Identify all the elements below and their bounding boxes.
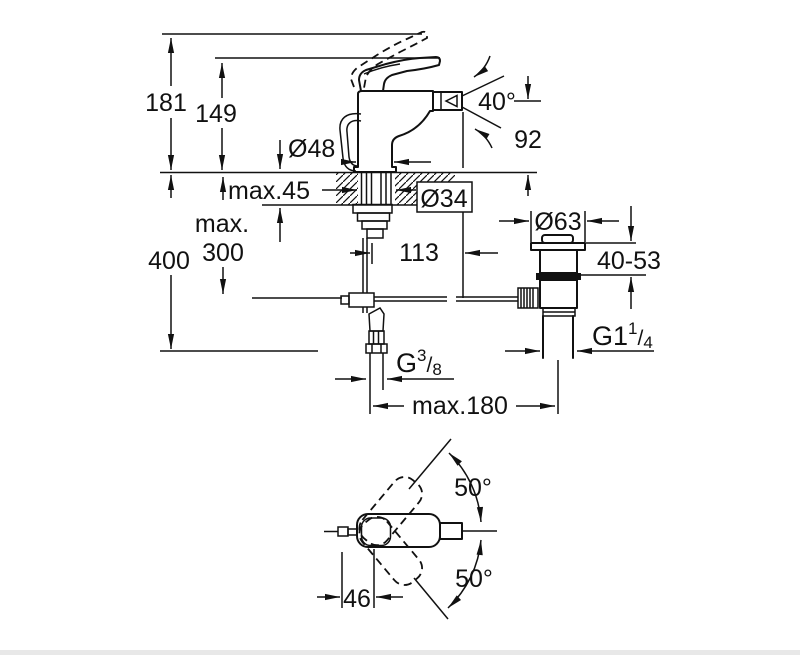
dimension-dia48: Ø48 <box>288 135 431 166</box>
label-supply-max-line1: max. <box>195 210 249 238</box>
label-base-diameter: Ø48 <box>288 135 335 163</box>
waste-rod-knob <box>517 287 539 309</box>
dimension-149: 149 <box>195 63 237 170</box>
faucet-plan-view: 50° 50° 46 <box>317 438 497 620</box>
swivel-ray-upper <box>408 438 452 490</box>
plan-popup-knob <box>337 526 349 537</box>
label-outlet-height: 92 <box>514 126 542 154</box>
hose-nut <box>365 343 388 354</box>
supply-thread-slash: / <box>426 354 432 377</box>
label-deck-thickness: max.45 <box>228 177 310 205</box>
label-shank-diameter: Ø34 <box>420 185 467 213</box>
label-spout-top-height: 149 <box>195 100 237 128</box>
label-center-distance: max.180 <box>412 392 508 420</box>
dimension-dia63: Ø63 <box>499 208 619 242</box>
waste-body <box>539 279 578 309</box>
pop-up-rod-junction <box>340 292 375 308</box>
dimension-400: 400 <box>148 175 190 349</box>
supply-thread-sub: 8 <box>432 360 441 379</box>
label-waste-flange-dia: Ø63 <box>534 208 581 236</box>
dimension-40-53: 40-53 <box>581 206 661 309</box>
waste-neck <box>539 249 578 274</box>
plan-base-outline <box>360 517 392 547</box>
lever-sculpt-line <box>363 63 401 75</box>
deck-hatch-right <box>395 173 417 205</box>
dimension-g38: G3/8 <box>335 346 454 383</box>
waste-thread-sub: 4 <box>643 333 652 352</box>
supply-pipe-upper <box>362 238 368 313</box>
dimension-max180: max.180 <box>369 360 559 420</box>
handle-swivel-upper-dashed <box>358 476 423 547</box>
label-spout-reach: 113 <box>399 239 439 267</box>
dimension-113: 113 <box>350 239 498 267</box>
swivel-arc-upper <box>448 452 484 523</box>
dimension-dia34: Ø34 <box>322 181 473 213</box>
label-overall-height: 181 <box>145 89 187 117</box>
deck-hatch-strip <box>417 173 455 182</box>
lever-handle-raised-dashed <box>350 30 428 89</box>
waste-thread-slash: / <box>638 327 644 350</box>
dimension-40deg: 40° <box>461 55 516 149</box>
label-supply-thread: G3/8 <box>396 346 442 379</box>
deck-hatch-left <box>336 173 358 205</box>
faucet-front-view <box>339 30 518 390</box>
dimension-g114: G11/4 <box>505 319 654 355</box>
dimension-181: 181 <box>145 38 187 170</box>
label-spray-angle: 40° <box>478 88 516 116</box>
label-swivel-lower: 50° <box>455 565 493 593</box>
pop-up-horizontal-rod <box>374 296 518 302</box>
dimension-92: 92 <box>514 76 542 196</box>
label-hose-length: 400 <box>148 247 190 275</box>
waste-plug-cap <box>541 234 574 244</box>
supply-hose-connector <box>365 307 388 390</box>
threaded-shank <box>360 173 392 204</box>
pop-up-hook-outer <box>339 112 362 172</box>
spray-cone-icon <box>444 94 458 108</box>
swivel-ray-lower <box>413 577 449 620</box>
plan-popup-neck <box>347 528 358 536</box>
lever-handle-solid <box>358 56 441 92</box>
reference-lines <box>160 33 537 352</box>
label-waste-deck-range: 40-53 <box>597 247 661 275</box>
mounting-nut-stack <box>352 203 393 239</box>
waste-seal-ring <box>536 273 581 280</box>
faucet-body <box>353 90 434 173</box>
waste-flange <box>530 242 586 251</box>
dia34-label-box <box>416 181 473 213</box>
supply-thread-prefix: G <box>396 348 417 378</box>
label-supply-max-line2: 300 <box>202 239 244 267</box>
pop-up-waste-view <box>517 234 586 359</box>
label-swivel-upper: 50° <box>454 474 492 502</box>
dimension-max-300: max. 300 <box>195 177 249 294</box>
supply-thread-sup: 3 <box>417 346 426 365</box>
handle-swivel-lower-dashed <box>358 515 423 586</box>
dimension-max45: max.45 <box>228 140 310 242</box>
waste-thread-sup: 1 <box>628 319 637 338</box>
dimension-46: 46 <box>317 549 403 613</box>
plan-aerator <box>439 522 463 540</box>
label-front-offset: 46 <box>343 585 371 613</box>
waste-thread-prefix: G1 <box>592 321 628 351</box>
label-waste-thread: G11/4 <box>592 319 653 352</box>
aerator-housing <box>432 91 463 111</box>
swivel-arc-lower <box>447 539 483 609</box>
